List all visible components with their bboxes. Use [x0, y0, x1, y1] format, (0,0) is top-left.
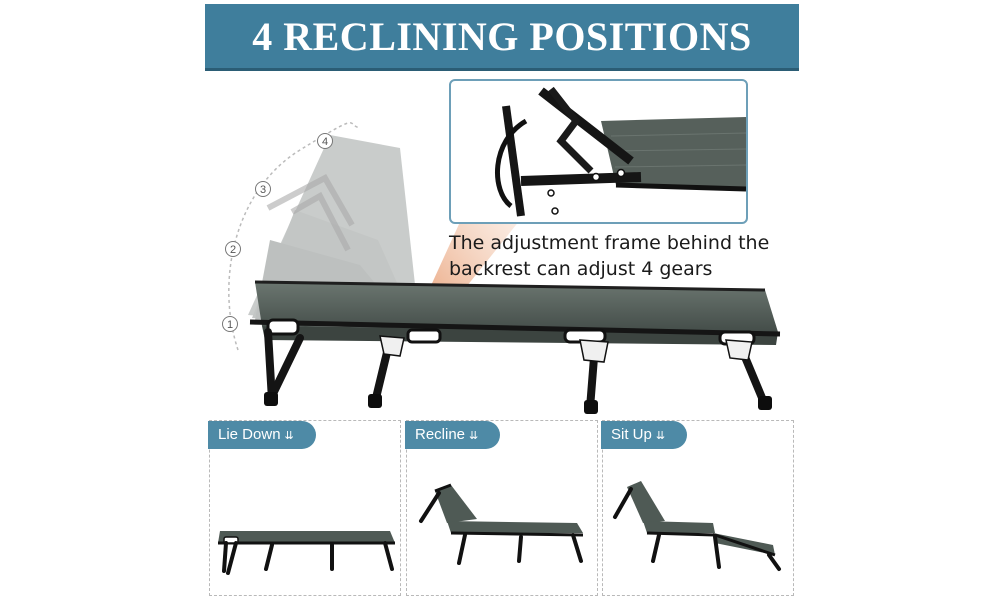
mode-label: Sit Up — [611, 426, 652, 443]
adjustment-note: The adjustment frame behind the backrest… — [449, 230, 789, 282]
mode-tab-sit-up: Sit Up⇊ — [601, 421, 688, 449]
position-2-marker: 2 — [225, 241, 241, 257]
hero-illustration: 1 2 3 4 — [222, 122, 781, 414]
mode-tab-recline: Recline⇊ — [405, 421, 501, 449]
adjustment-frame-closeup — [449, 79, 748, 224]
position-4-label: 4 — [322, 136, 328, 148]
sit-up-illustration — [613, 481, 781, 571]
position-1-marker: 1 — [222, 316, 238, 332]
note-line-2: backrest can adjust 4 gears — [449, 258, 713, 280]
position-arc — [228, 122, 361, 351]
mode-panel-lie-down: Lie Down⇊ — [208, 420, 401, 596]
position-1-label: 1 — [227, 319, 233, 331]
position-markers: 1 2 3 4 — [222, 133, 333, 332]
recline-illustration — [419, 483, 584, 565]
mode-label: Lie Down — [218, 426, 281, 443]
note-line-1: The adjustment frame behind the — [449, 232, 770, 254]
double-chevron-down-icon: ⇊ — [655, 430, 666, 442]
double-chevron-down-icon: ⇊ — [469, 430, 479, 442]
title-banner: 4 RECLINING POSITIONS — [205, 4, 799, 68]
banner-title: 4 RECLINING POSITIONS — [252, 13, 752, 59]
mode-panel-recline: Recline⇊ — [405, 420, 598, 596]
position-2-label: 2 — [230, 244, 236, 256]
lie-down-illustration — [218, 531, 395, 575]
position-4-marker: 4 — [317, 133, 333, 149]
double-chevron-down-icon: ⇊ — [284, 430, 294, 442]
mode-tab-lie-down: Lie Down⇊ — [208, 421, 316, 449]
position-3-marker: 3 — [255, 181, 271, 197]
bed-fabric — [255, 282, 778, 332]
position-3-label: 3 — [260, 184, 266, 196]
mode-label: Recline — [415, 426, 466, 443]
mode-panel-sit-up: Sit Up⇊ — [601, 420, 794, 596]
